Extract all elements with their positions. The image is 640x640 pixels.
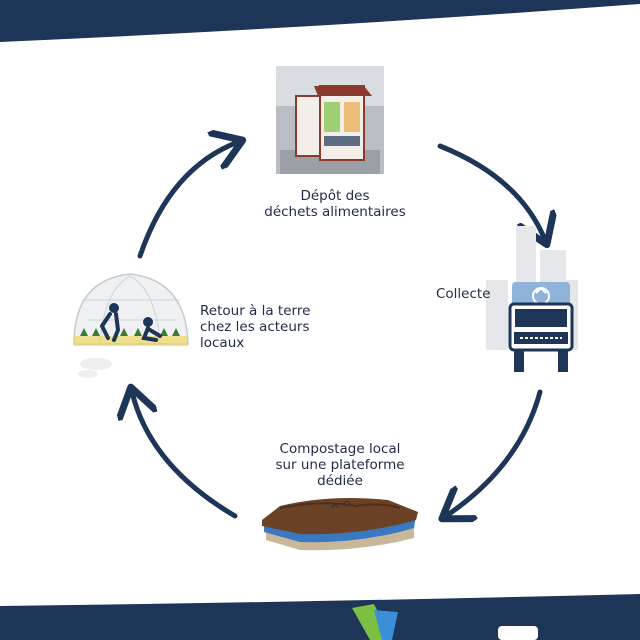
recycling-truck-illustration — [486, 226, 578, 372]
bottom-banner — [0, 592, 640, 640]
logo-mark-icon — [352, 604, 398, 640]
step-label-line: Collecte — [436, 286, 491, 302]
bottom-banner-edge — [0, 592, 640, 640]
step-label-depot: Dépôt des déchets alimentaires — [250, 188, 420, 220]
waste-bin-photo — [276, 66, 384, 174]
step-label-line: Retour à la terre — [200, 303, 311, 319]
step-label-line: Dépôt des — [300, 188, 370, 204]
step-label-collecte: Collecte — [436, 286, 491, 302]
step-label-line: sur une plateforme — [275, 457, 405, 473]
top-banner — [0, 0, 640, 52]
arrow-compost-to-retour — [132, 392, 238, 519]
arrow-collecte-to-compost — [446, 389, 543, 516]
soil-layer-illustration — [262, 498, 418, 551]
step-label-line: chez les acteurs — [200, 319, 310, 335]
arrow-depot-to-collecte — [437, 143, 545, 240]
step-label-line: Compostage local — [279, 441, 401, 457]
greenhouse-farmers-illustration — [73, 273, 189, 378]
step-label-line: locaux — [200, 335, 245, 351]
step-label-compost: Compostage local sur une plateforme dédi… — [260, 441, 420, 489]
step-label-retour: Retour à la terre chez les acteurs locau… — [200, 303, 310, 351]
step-label-line: déchets alimentaires — [264, 204, 406, 220]
step-label-line: dédiée — [317, 473, 363, 489]
arrow-retour-to-depot — [137, 142, 238, 259]
top-banner-edge — [0, 4, 640, 52]
